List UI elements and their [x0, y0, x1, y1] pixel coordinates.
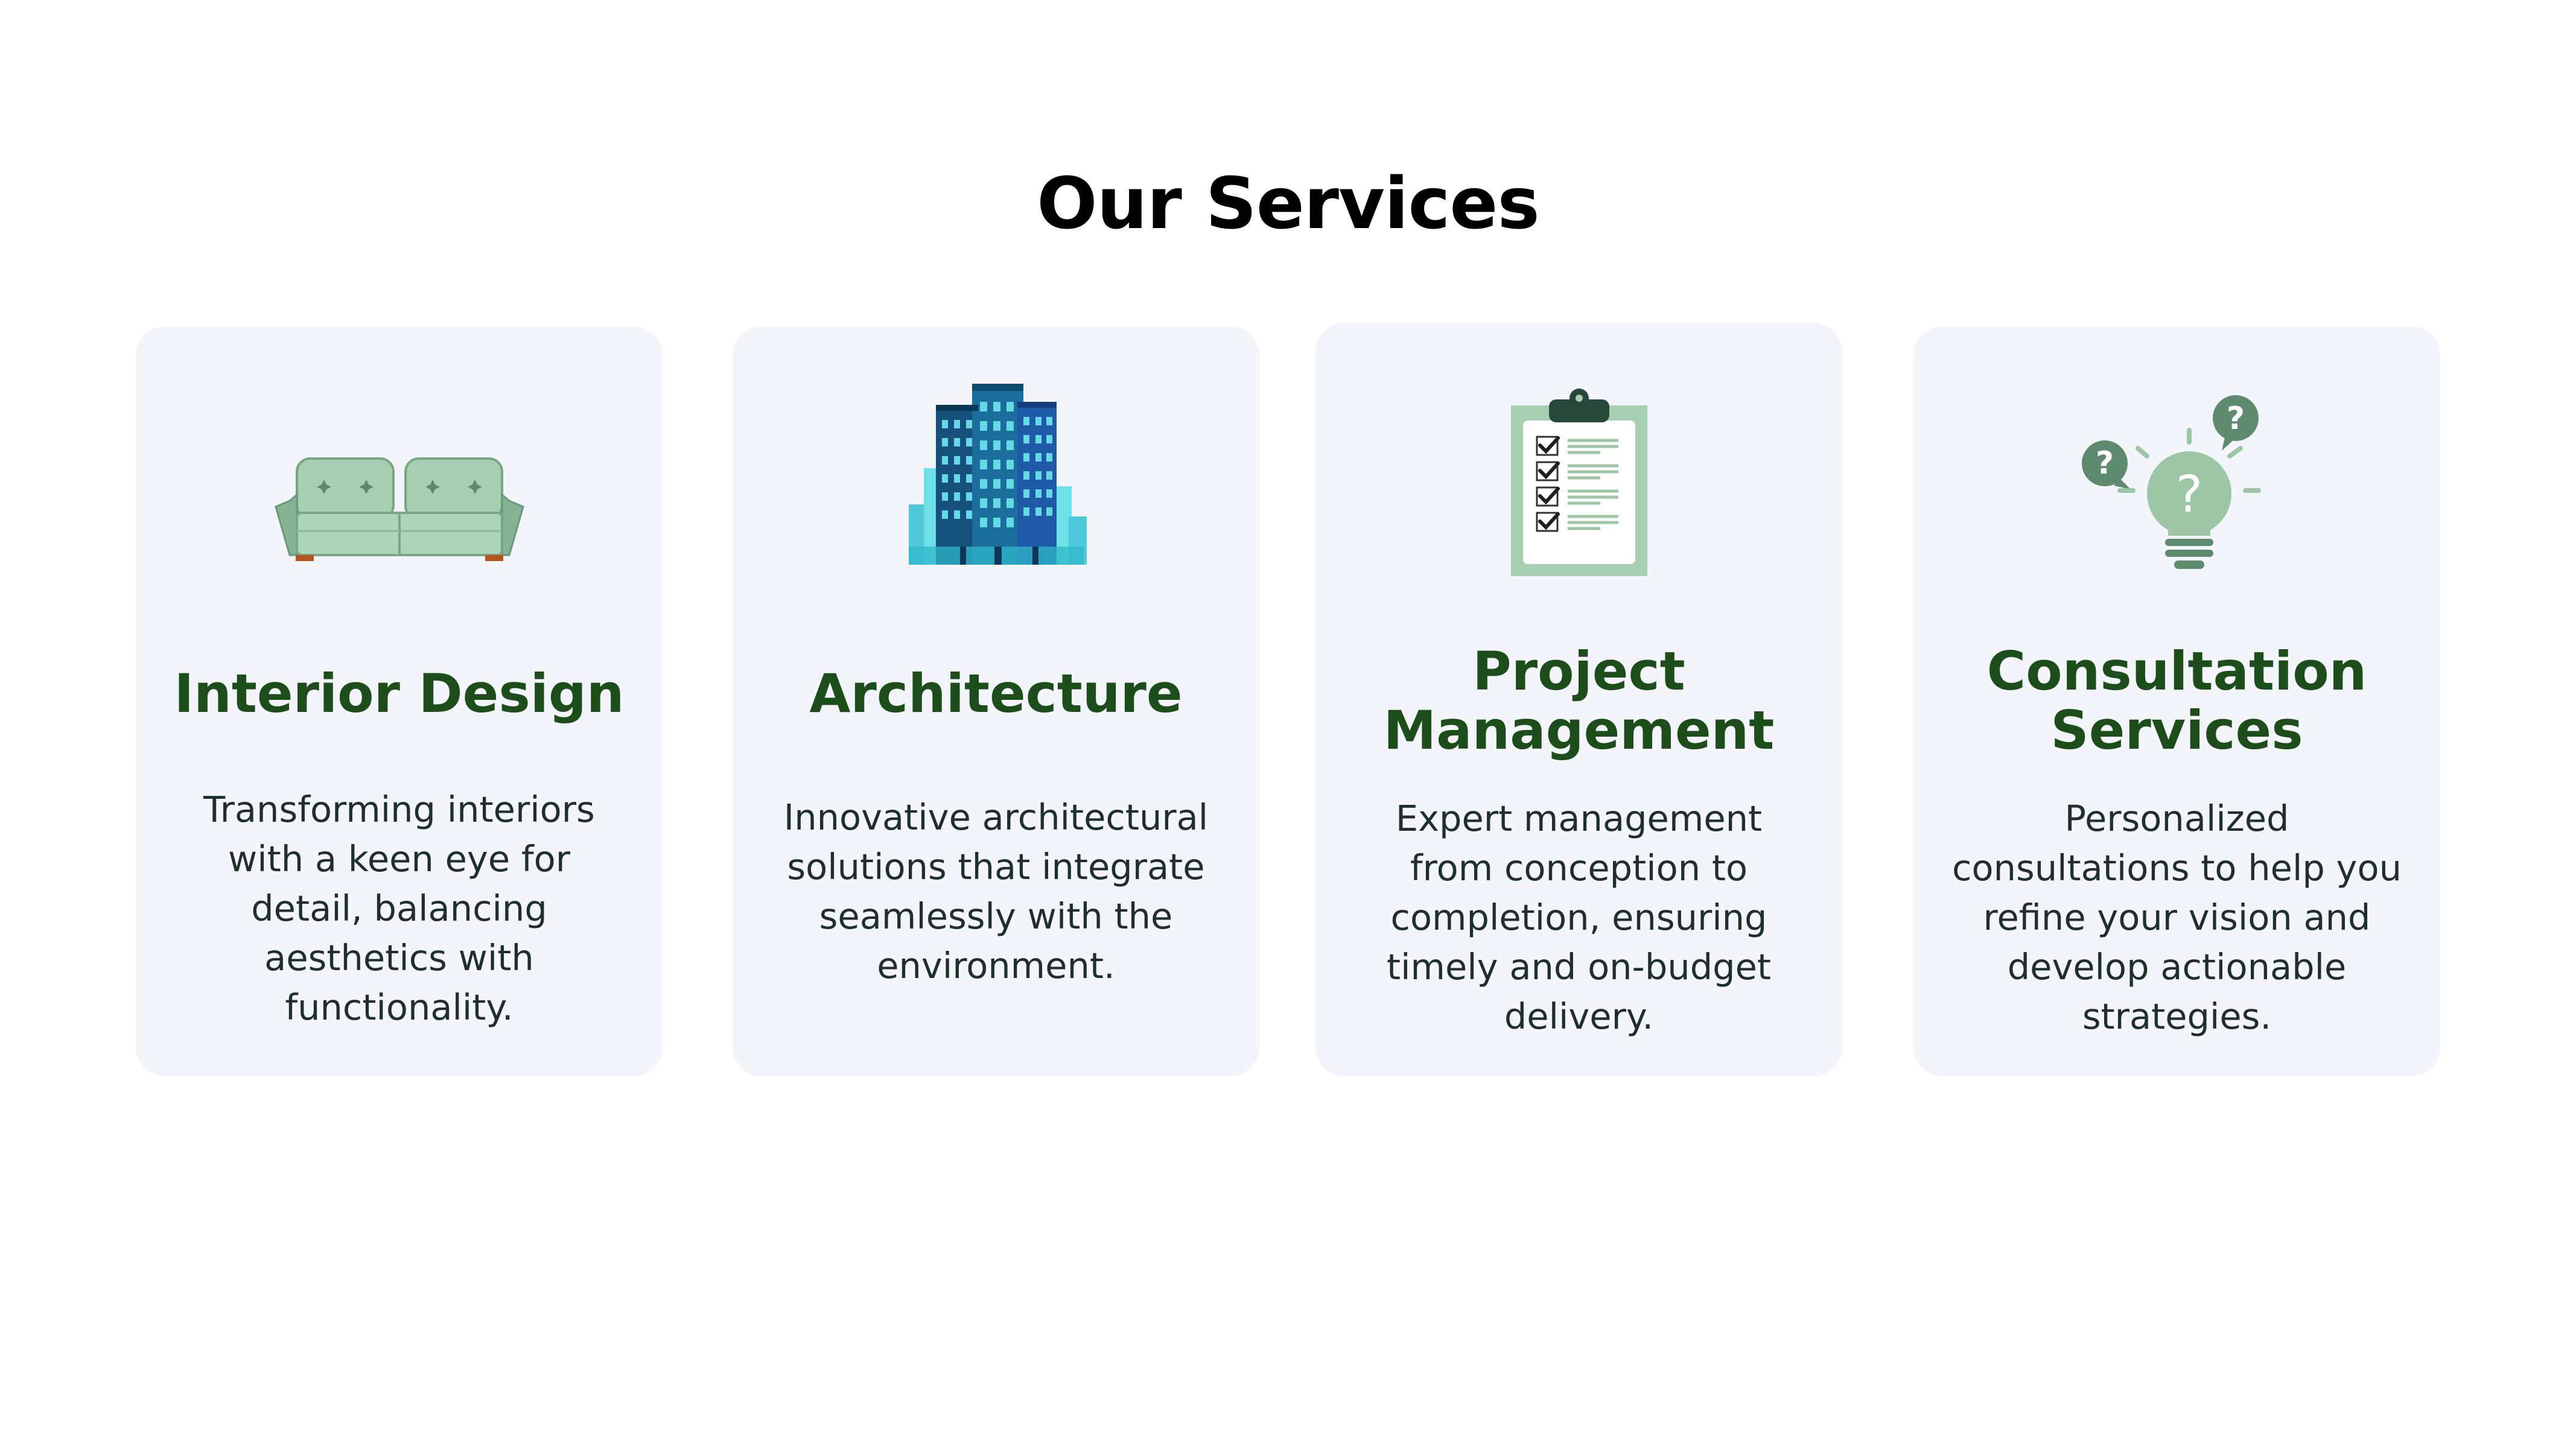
svg-text:?: ?	[2095, 445, 2113, 481]
svg-text:?: ?	[2175, 465, 2202, 524]
service-card-architecture[interactable]: Architecture Innovative architectural so…	[733, 326, 1259, 1076]
service-title: Architecture	[809, 662, 1183, 725]
svg-text:?: ?	[2226, 401, 2244, 437]
clipboard-checklist-icon	[1315, 387, 1842, 577]
service-description: Personalized consultations to help you r…	[1952, 798, 2402, 1037]
page-title: Our Services	[1037, 162, 1539, 245]
lightbulb-question-icon: ? ? ?	[1913, 394, 2440, 575]
service-title: Interior Design	[174, 662, 625, 725]
service-card-project-management[interactable]: Project Management Expert management fro…	[1315, 323, 1842, 1076]
service-description: Transforming interiors with a keen eye f…	[203, 789, 595, 1028]
service-title: Consultation Services	[1986, 640, 2367, 761]
service-description: Innovative architectural solutions that …	[783, 796, 1209, 986]
sofa-icon	[136, 453, 663, 567]
service-card-consultation-services[interactable]: ? ? ? Consultation Services Personalized…	[1913, 326, 2440, 1076]
building-icon	[733, 384, 1259, 565]
service-description: Expert management from conception to com…	[1386, 798, 1772, 1037]
service-card-interior-design[interactable]: Interior Design Transforming interiors w…	[136, 326, 663, 1076]
service-title: Project Management	[1383, 640, 1775, 761]
